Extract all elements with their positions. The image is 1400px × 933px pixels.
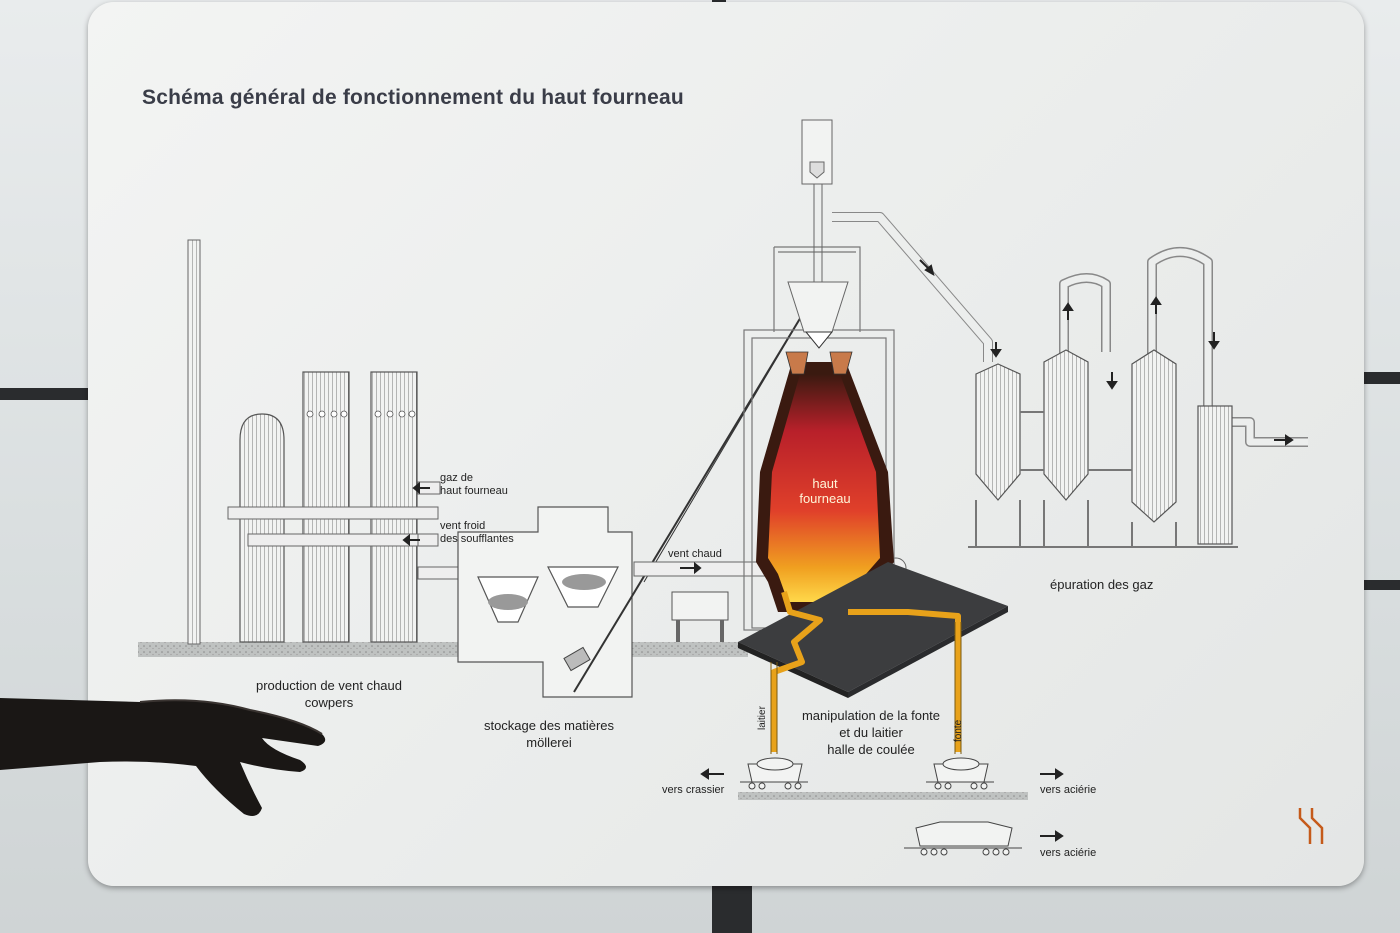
cast-house-platform bbox=[738, 562, 1008, 698]
window-frame-right-rail bbox=[1362, 372, 1400, 384]
conveyor-belt bbox=[573, 301, 811, 693]
gas-uptake-pipe bbox=[832, 212, 993, 362]
arrow-acierie-2-icon bbox=[1040, 830, 1064, 842]
arrow-vent-chaud-icon bbox=[680, 561, 702, 575]
blower-box bbox=[671, 591, 729, 621]
arrows-gas-flow-icon bbox=[1062, 296, 1294, 446]
skip-car bbox=[563, 646, 591, 672]
storage-material bbox=[488, 574, 606, 610]
label-vers-crassier: vers crassier bbox=[662, 784, 725, 796]
label-production-vent-chaud: production de vent chaud cowpers bbox=[256, 678, 402, 710]
arrow-acierie-1-icon bbox=[1040, 768, 1064, 780]
label-vers-acierie-2: vers aciérie bbox=[1040, 847, 1097, 859]
window-frame-right-rail-2 bbox=[1362, 580, 1400, 590]
blast-furnace bbox=[756, 331, 894, 612]
label-vent-chaud: vent chaud bbox=[668, 548, 722, 560]
label-vers-acierie-1: vers aciérie bbox=[1040, 784, 1097, 796]
furnace-top-equipment bbox=[787, 119, 849, 333]
cowper-openings bbox=[306, 410, 416, 418]
gas-cleaning-supports bbox=[968, 411, 1238, 548]
arrow-gaz-left-icon bbox=[412, 481, 430, 495]
label-manipulation: manipulation de la fonte et du laitier h… bbox=[801, 708, 941, 757]
label-gaz-haut-fourneau: gaz de haut fourneau bbox=[440, 472, 508, 497]
arrow-gas-down-icon bbox=[919, 259, 1002, 358]
gas-cleaning-vessels bbox=[975, 349, 1233, 545]
chimney bbox=[187, 239, 201, 645]
label-haut-fourneau: haut fourneau bbox=[799, 476, 851, 506]
arrow-vent-froid-icon bbox=[402, 533, 420, 547]
logo-mark-icon bbox=[1298, 808, 1324, 844]
ground-strip bbox=[138, 642, 748, 662]
ladle-car-fonte bbox=[926, 757, 994, 790]
label-fonte: fonte bbox=[953, 719, 964, 742]
molten-channel-outline bbox=[770, 622, 962, 754]
diagram-panel: Schéma général de fonctionnement du haut… bbox=[88, 2, 1364, 886]
diagram-title: Schéma général de fonctionnement du haut… bbox=[142, 86, 684, 109]
label-stockage: stockage des matières möllerei bbox=[483, 718, 615, 750]
label-vent-froid: vent froid des soufflantes bbox=[440, 520, 514, 545]
gas-cleaning-pipes-inner bbox=[1060, 248, 1308, 446]
arrow-crassier-icon bbox=[700, 768, 724, 780]
molten-channels bbox=[771, 591, 961, 752]
ladle-car-laitier bbox=[740, 757, 808, 790]
label-laitier: laitier bbox=[757, 706, 768, 730]
blast-furnace-diagram bbox=[138, 119, 1324, 856]
window-frame-left-rail bbox=[0, 388, 92, 400]
window-frame-bottom-post bbox=[712, 885, 752, 933]
ground-strip-right bbox=[738, 792, 1028, 800]
pointing-hand bbox=[0, 698, 326, 816]
label-epuration-des-gaz: épuration des gaz bbox=[1050, 577, 1154, 592]
torpedo-car bbox=[904, 821, 1022, 856]
